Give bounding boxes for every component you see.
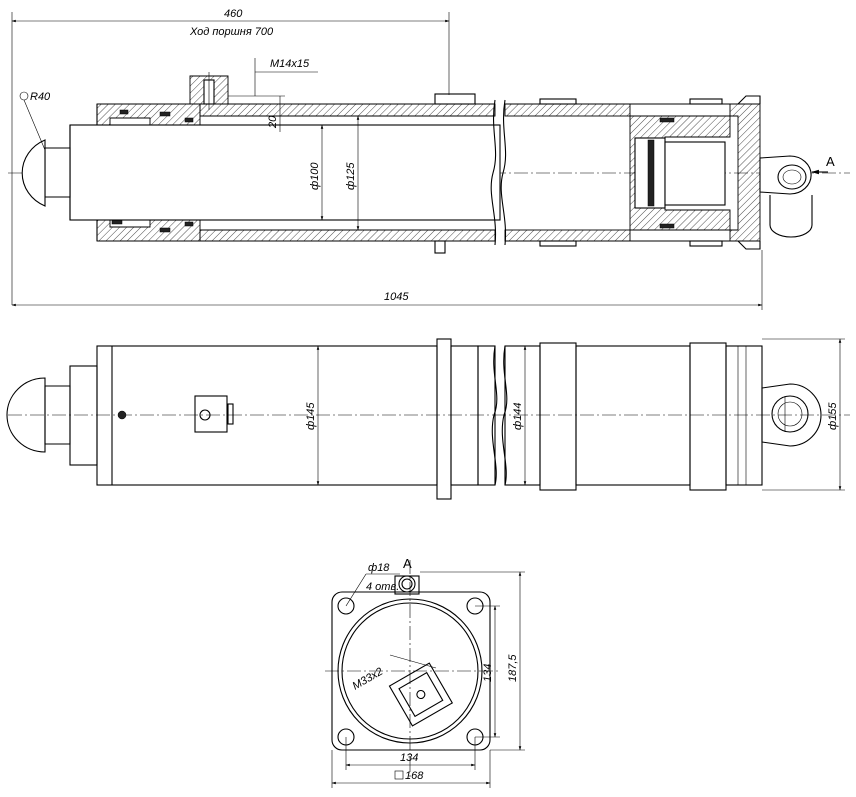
square-flange [331,591,491,751]
outer-dia-label: ф145 [305,402,317,430]
port-thread-label: M14x15 [270,58,310,70]
wall-bottom-left [199,229,496,242]
end-eye [759,155,812,195]
dim-top: 460 Ход поршня 700 [11,8,450,305]
rod-dia-label: ф100 [309,162,321,190]
center-thread-label: M33x2 [351,666,386,693]
end-view-a: A M33x2 ф18 4 отв. 134 187,5 134 [325,556,525,788]
side-body [96,345,438,486]
view-a-label: A [403,556,412,571]
piston-nut [664,141,726,206]
side-view: ф145 ф144 ф155 [6,338,850,500]
end-cap [729,103,761,242]
rod-end-neck [44,147,71,198]
radius-label: R40 [30,91,51,103]
bolt-spacing-h-label: 134 [400,752,418,764]
rod-end-ball [21,139,46,207]
bolt-spacing-v-label: 134 [482,664,494,682]
center-port-boss [388,662,454,727]
flange-square-label: 168 [405,770,424,782]
stroke-label: Ход поршня 700 [189,26,274,38]
top-length-label: 460 [224,8,243,20]
view-arrow-label: A [826,154,835,169]
section-view: A ф100 ф125 20 M14x15 R40 [8,58,850,254]
hole-count-label: 4 отв. [366,581,399,593]
side-port-block [194,395,228,433]
gland-top [96,103,201,129]
stage-dia-label: ф144 [512,402,524,430]
bore-dia-label: ф125 [345,162,357,190]
hole-dia-label: ф18 [368,562,390,574]
flange-dia-label: ф155 [827,402,839,430]
port-offset-label: 20 [267,115,279,129]
total-length-label: 1045 [384,291,409,303]
bolt-hole-tl [337,597,355,615]
piston-rod [69,124,501,221]
wall-top-left [199,103,496,117]
dim-total: 1045 [11,250,763,310]
flange-height-label: 187,5 [507,654,519,682]
